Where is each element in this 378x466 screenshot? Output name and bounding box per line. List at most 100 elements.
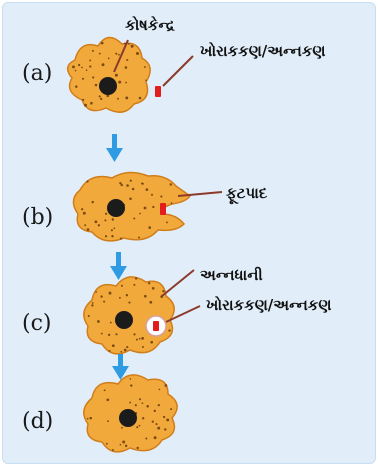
cytoplasm-granule [133,333,135,335]
cytoplasm-granule [121,427,123,429]
cytoplasm-granule [146,405,149,408]
cytoplasm-granule [98,224,100,226]
label-nucleus: કોષકેન્દ્ર [125,15,175,34]
amoeba-a-nucleus [99,77,117,95]
cytoplasm-granule [152,206,154,208]
amoeba-b-nucleus [107,199,125,217]
cytoplasm-granule [89,59,91,61]
cytoplasm-granule [75,85,78,88]
cytoplasm-granule [104,389,106,391]
label-pseudopod: ફૂટપાદ [226,184,268,205]
cytoplasm-granule [129,402,131,404]
amoeba-c [84,277,174,354]
cytoplasm-granule [108,58,110,60]
amoeba-b-body [73,172,190,240]
label-food-vacuole: અન્નધાની [200,266,263,284]
cytoplasm-granule [124,349,127,352]
cytoplasm-granule [97,320,100,323]
cytoplasm-granule [115,333,117,335]
cytoplasm-granule [84,104,87,107]
cytoplasm-granule [154,436,157,439]
cytoplasm-granule [164,428,166,430]
cytoplasm-granule [160,196,162,198]
cytoplasm-granule [119,297,121,299]
cytoplasm-granule [162,290,164,292]
food-particle-b [160,203,166,215]
cytoplasm-granule [120,444,122,446]
cytoplasm-granule [90,102,93,105]
cytoplasm-granule [120,351,122,353]
cytoplasm-granule [113,227,115,229]
cytoplasm-granule [92,302,94,304]
cytoplasm-granule [106,398,109,401]
cytoplasm-granule [152,420,154,422]
cytoplasm-granule [121,285,123,287]
cytoplasm-granule [133,284,135,286]
cytoplasm-granule [135,277,137,279]
food-particle-a [155,86,161,97]
cytoplasm-granule [86,69,88,71]
cytoplasm-granule [111,229,113,231]
cytoplasm-granule [120,238,122,240]
cytoplasm-granule [126,346,128,348]
cytoplasm-granule [144,207,147,210]
cytoplasm-granule [125,66,128,69]
pointer-food-vacuole [162,270,194,296]
cytoplasm-granule [131,45,134,48]
cytoplasm-granule [78,64,80,66]
cytoplasm-granule [100,295,102,297]
cytoplasm-granule [155,423,157,425]
cytoplasm-granule [142,402,144,404]
cytoplasm-granule [148,226,151,229]
cytoplasm-granule [103,301,105,303]
cytoplasm-granule [91,201,93,203]
cytoplasm-granule [109,292,112,295]
cytoplasm-granule [99,95,101,97]
cytoplasm-granule [95,220,98,223]
step-label-c: (c) [22,311,52,336]
cytoplasm-granule [115,53,117,55]
cytoplasm-granule [81,208,83,210]
cytoplasm-granule [130,180,132,182]
cytoplasm-granule [125,445,127,447]
cytoplasm-granule [89,417,92,420]
cytoplasm-granule [81,67,83,69]
cytoplasm-granule [144,66,146,68]
cytoplasm-granule [82,78,84,80]
cytoplasm-granule [139,338,141,340]
cytoplasm-granule [101,42,104,45]
cytoplasm-granule [170,408,172,410]
cytoplasm-granule [159,389,161,391]
step-label-a: (a) [22,61,52,86]
cytoplasm-granule [106,443,108,445]
cytoplasm-granule [142,346,144,348]
amoeba-a-body [68,37,151,112]
cytoplasm-granule [136,52,139,55]
amoeba-d-nucleus [119,409,137,427]
cytoplasm-granule [89,65,91,67]
cytoplasm-granule [151,194,153,196]
cytoplasm-granule [144,295,147,298]
amoeba-b [73,172,190,240]
cytoplasm-granule [170,183,172,185]
cytoplasm-granule [126,294,128,296]
cytoplasm-granule [139,425,141,427]
cytoplasm-granule [166,221,168,223]
cytoplasm-granule [88,315,90,317]
cytoplasm-granule [95,291,97,293]
cytoplasm-granule [154,410,156,412]
cytoplasm-granule [163,416,165,418]
cytoplasm-granule [122,441,125,444]
cytoplasm-granule [82,99,84,101]
cytoplasm-granule [104,219,106,221]
step-label-b: (b) [22,205,53,230]
cytoplasm-granule [118,81,121,84]
cytoplasm-granule [150,341,153,344]
cytoplasm-granule [152,287,155,290]
cytoplasm-granule [107,420,109,422]
cytoplasm-granule [158,404,160,406]
cytoplasm-granule [99,53,101,55]
cytoplasm-granule [105,213,107,215]
